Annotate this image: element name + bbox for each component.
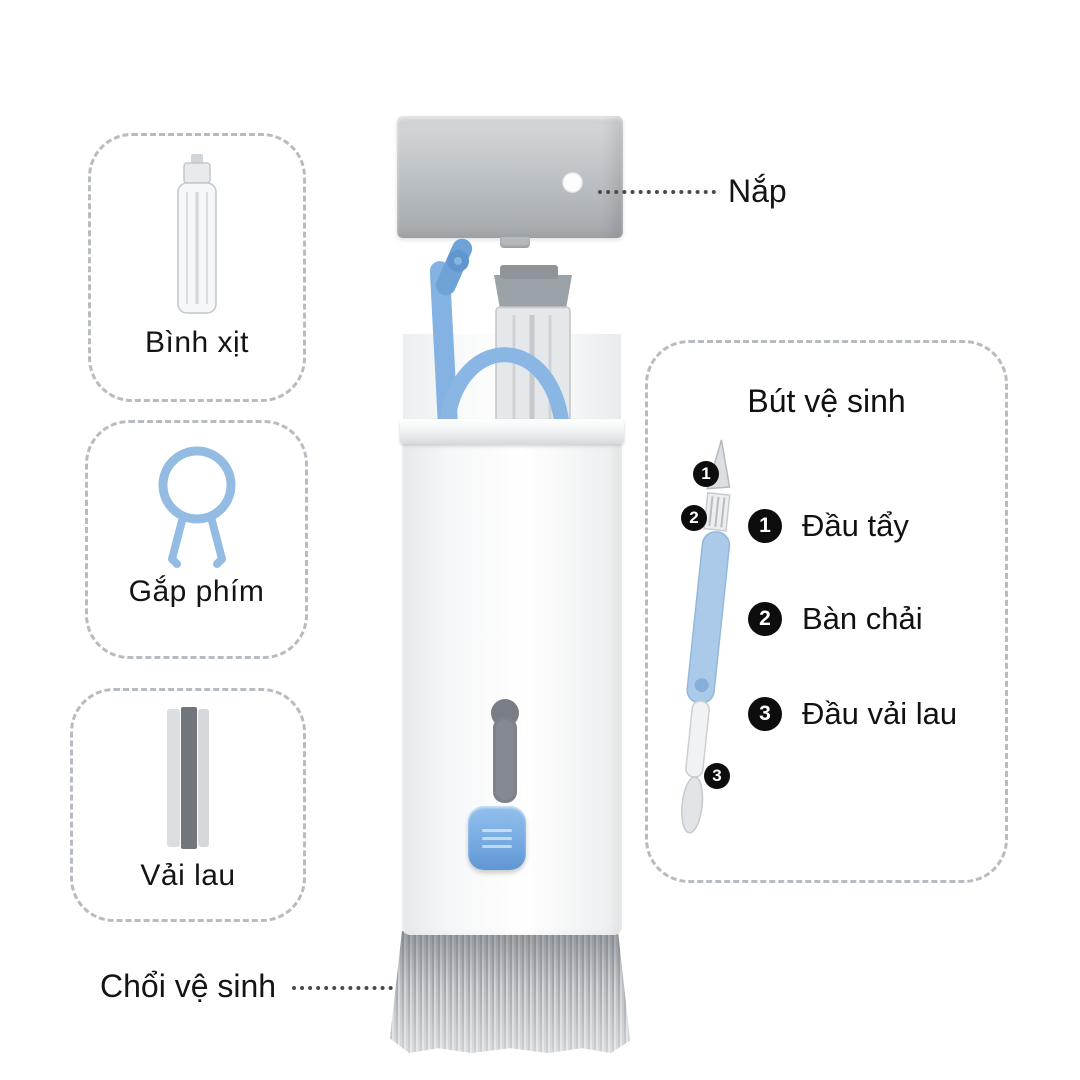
item-label: Đầu vải lau bbox=[802, 696, 958, 731]
cap-hole bbox=[562, 172, 583, 193]
item-label: Bàn chải bbox=[802, 601, 923, 636]
case-rim bbox=[400, 419, 624, 444]
item-number-badge: 1 bbox=[748, 509, 782, 543]
keycap-puller-box: Gắp phím bbox=[85, 420, 308, 659]
slider-ridges bbox=[468, 806, 526, 848]
keyhole-slot bbox=[491, 699, 519, 803]
item-number-badge: 2 bbox=[748, 602, 782, 636]
pen-marker-2: 2 bbox=[681, 505, 707, 531]
spray-bottle-box: Bình xịt bbox=[88, 133, 306, 402]
cloth-icon bbox=[167, 707, 209, 849]
stored-tools-icon bbox=[429, 238, 572, 440]
pen-marker-1: 1 bbox=[693, 461, 719, 487]
cap-image bbox=[397, 116, 623, 238]
pen-illustration-icon bbox=[681, 439, 731, 834]
brush-label: Chổi vệ sinh bbox=[100, 968, 277, 1004]
cap-callout-line bbox=[598, 190, 716, 194]
slider-button bbox=[468, 806, 526, 870]
keycap-puller-icon bbox=[158, 446, 235, 568]
item-label: Đầu tẩy bbox=[802, 508, 909, 543]
brush-bristles bbox=[390, 931, 630, 1053]
cloth-label: Vải lau bbox=[140, 859, 236, 892]
pen-item-2: 2 Bàn chải bbox=[748, 601, 923, 637]
pen-item-3: 3 Đầu vải lau bbox=[748, 696, 957, 732]
cap-label: Nắp bbox=[728, 173, 787, 209]
pen-item-1: 1 Đầu tẩy bbox=[748, 508, 909, 544]
item-number-badge: 3 bbox=[748, 697, 782, 731]
pen-marker-3: 3 bbox=[704, 763, 730, 789]
keycap-puller-label: Gắp phím bbox=[128, 575, 265, 608]
cap-tab bbox=[500, 237, 530, 248]
brush-callout-line bbox=[292, 986, 425, 990]
cloth-box: Vải lau bbox=[70, 688, 306, 922]
stored-loop-icon bbox=[438, 347, 571, 440]
pen-box-title: Bút vệ sinh bbox=[747, 383, 906, 419]
spray-bottle-icon bbox=[177, 154, 217, 314]
spray-bottle-label: Bình xịt bbox=[144, 326, 250, 359]
pen-box: Bút vệ sinh 1 2 3 bbox=[645, 340, 1008, 883]
